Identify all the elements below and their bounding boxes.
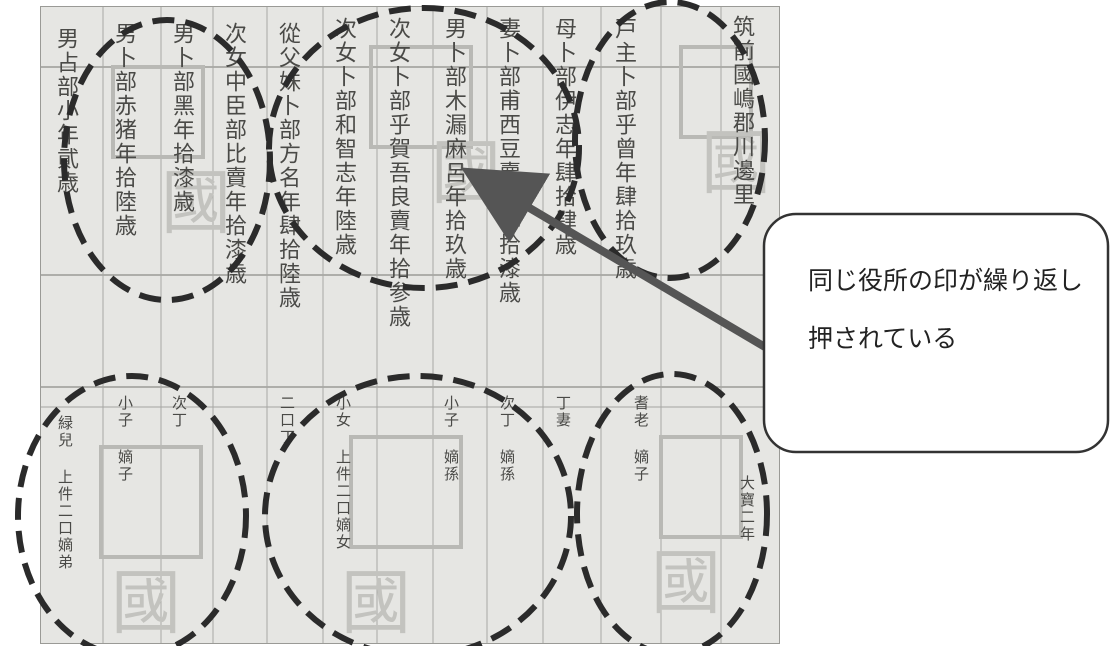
register-column: 母卜部伊志年肆拾肆歳 bbox=[551, 17, 576, 257]
svg-text:國: 國 bbox=[651, 542, 721, 624]
register-note: 小女 上件二口嫡女 bbox=[334, 395, 352, 551]
register-note: 二口丁 bbox=[278, 395, 296, 446]
register-note: 次丁 bbox=[170, 395, 188, 429]
register-note: 次丁 嫡孫 bbox=[498, 395, 516, 483]
svg-text:國: 國 bbox=[341, 562, 411, 643]
register-column: 筑前國嶋郡川邊里 bbox=[729, 15, 754, 207]
family-register-document: 國 國 國 國 國 國 男占部小年貮歳 男卜部赤猪年拾陸歳 男卜部黑年拾漆歳 次… bbox=[40, 6, 780, 644]
register-column: 戸主卜部乎曾年肆拾玖歳 bbox=[611, 17, 636, 281]
register-note: 小子 嫡孫 bbox=[442, 395, 460, 483]
register-note: 緑兒 上件二口嫡弟 bbox=[56, 415, 74, 571]
register-note: 大寶二年 bbox=[738, 475, 756, 543]
register-column: 男卜部木漏麻呂年拾玖歳 bbox=[441, 17, 466, 281]
register-column: 次女卜部和智志年陸歳 bbox=[331, 17, 356, 257]
register-column: 從父妹卜部方名年肆拾陸歳 bbox=[275, 22, 300, 310]
register-column: 妻卜部甫西豆賣年肆拾漆歳 bbox=[495, 17, 520, 305]
register-column: 次女中臣部比賣年拾漆歳 bbox=[221, 22, 246, 286]
callout-text: 同じ役所の印が繰り返し押されている bbox=[808, 266, 1084, 353]
register-note: 耆老 嫡子 bbox=[632, 395, 650, 483]
register-column: 男占部小年貮歳 bbox=[53, 27, 78, 195]
register-column: 男卜部赤猪年拾陸歳 bbox=[111, 22, 136, 238]
register-note: 小子 嫡子 bbox=[116, 395, 134, 483]
register-column: 男卜部黑年拾漆歳 bbox=[169, 22, 194, 214]
faint-seal-impressions bbox=[99, 45, 753, 559]
register-column: 次女卜部乎賀吾良賣年拾参歳 bbox=[385, 17, 410, 329]
register-note: 丁妻 bbox=[554, 395, 572, 429]
svg-text:國: 國 bbox=[111, 562, 181, 643]
